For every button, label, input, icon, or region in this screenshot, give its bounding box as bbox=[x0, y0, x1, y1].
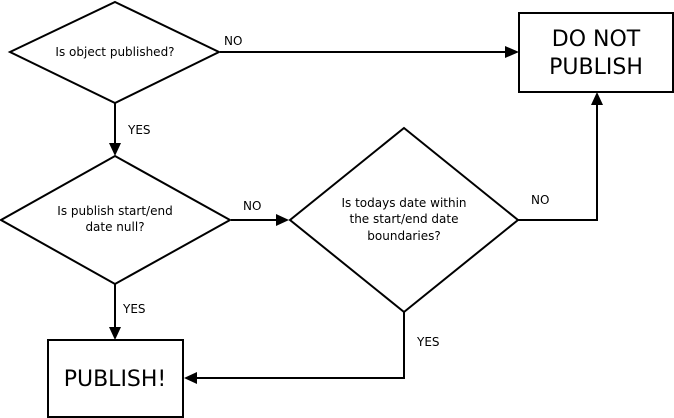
edge-date-within-no-arrowhead bbox=[591, 92, 603, 105]
edge-date-within-no bbox=[518, 104, 598, 221]
edge-label-date-within-no: NO bbox=[531, 193, 549, 207]
edge-label-published-yes: YES bbox=[127, 123, 151, 137]
edge-date-null-yes-arrowhead bbox=[109, 327, 121, 340]
edge-date-null-no-arrowhead bbox=[276, 214, 289, 226]
edge-label-date-null-yes: YES bbox=[122, 302, 146, 316]
decision-node-date-null: Is publish start/end date null? bbox=[0, 154, 233, 286]
terminal-node-publish: PUBLISH! bbox=[47, 339, 184, 418]
decision-date-null-text-line-1: Is publish start/end bbox=[57, 204, 172, 218]
terminal-publish-text-line-1: PUBLISH! bbox=[64, 367, 167, 392]
decision-date-null-text-line-2: date null? bbox=[85, 220, 144, 234]
decision-date-within-text-line-3: boundaries? bbox=[367, 229, 440, 243]
decision-date-within-text-line-1: Is todays date within bbox=[341, 196, 466, 210]
edge-published-no-arrowhead bbox=[505, 46, 519, 58]
edge-label-date-null-no: NO bbox=[243, 199, 261, 213]
edge-date-within-yes bbox=[196, 312, 405, 379]
edge-label-date-within-yes: YES bbox=[416, 335, 440, 349]
edge-label-published-no: NO bbox=[224, 34, 242, 48]
decision-published-text-line-1: Is object published? bbox=[55, 45, 174, 59]
decision-date-within-text-line-2: the start/end date bbox=[350, 212, 459, 226]
terminal-do-not-publish-text-line-1: DO NOT bbox=[552, 27, 641, 52]
decision-node-date-within: Is todays date within the start/end date… bbox=[288, 126, 520, 314]
decision-node-published: Is object published? bbox=[7, 0, 222, 105]
terminal-do-not-publish-text-line-2: PUBLISH bbox=[549, 55, 643, 80]
edge-published-yes-arrowhead bbox=[109, 143, 121, 156]
terminal-node-do-not-publish: DO NOT PUBLISH bbox=[518, 12, 674, 93]
edge-date-within-yes-arrowhead bbox=[184, 372, 197, 384]
